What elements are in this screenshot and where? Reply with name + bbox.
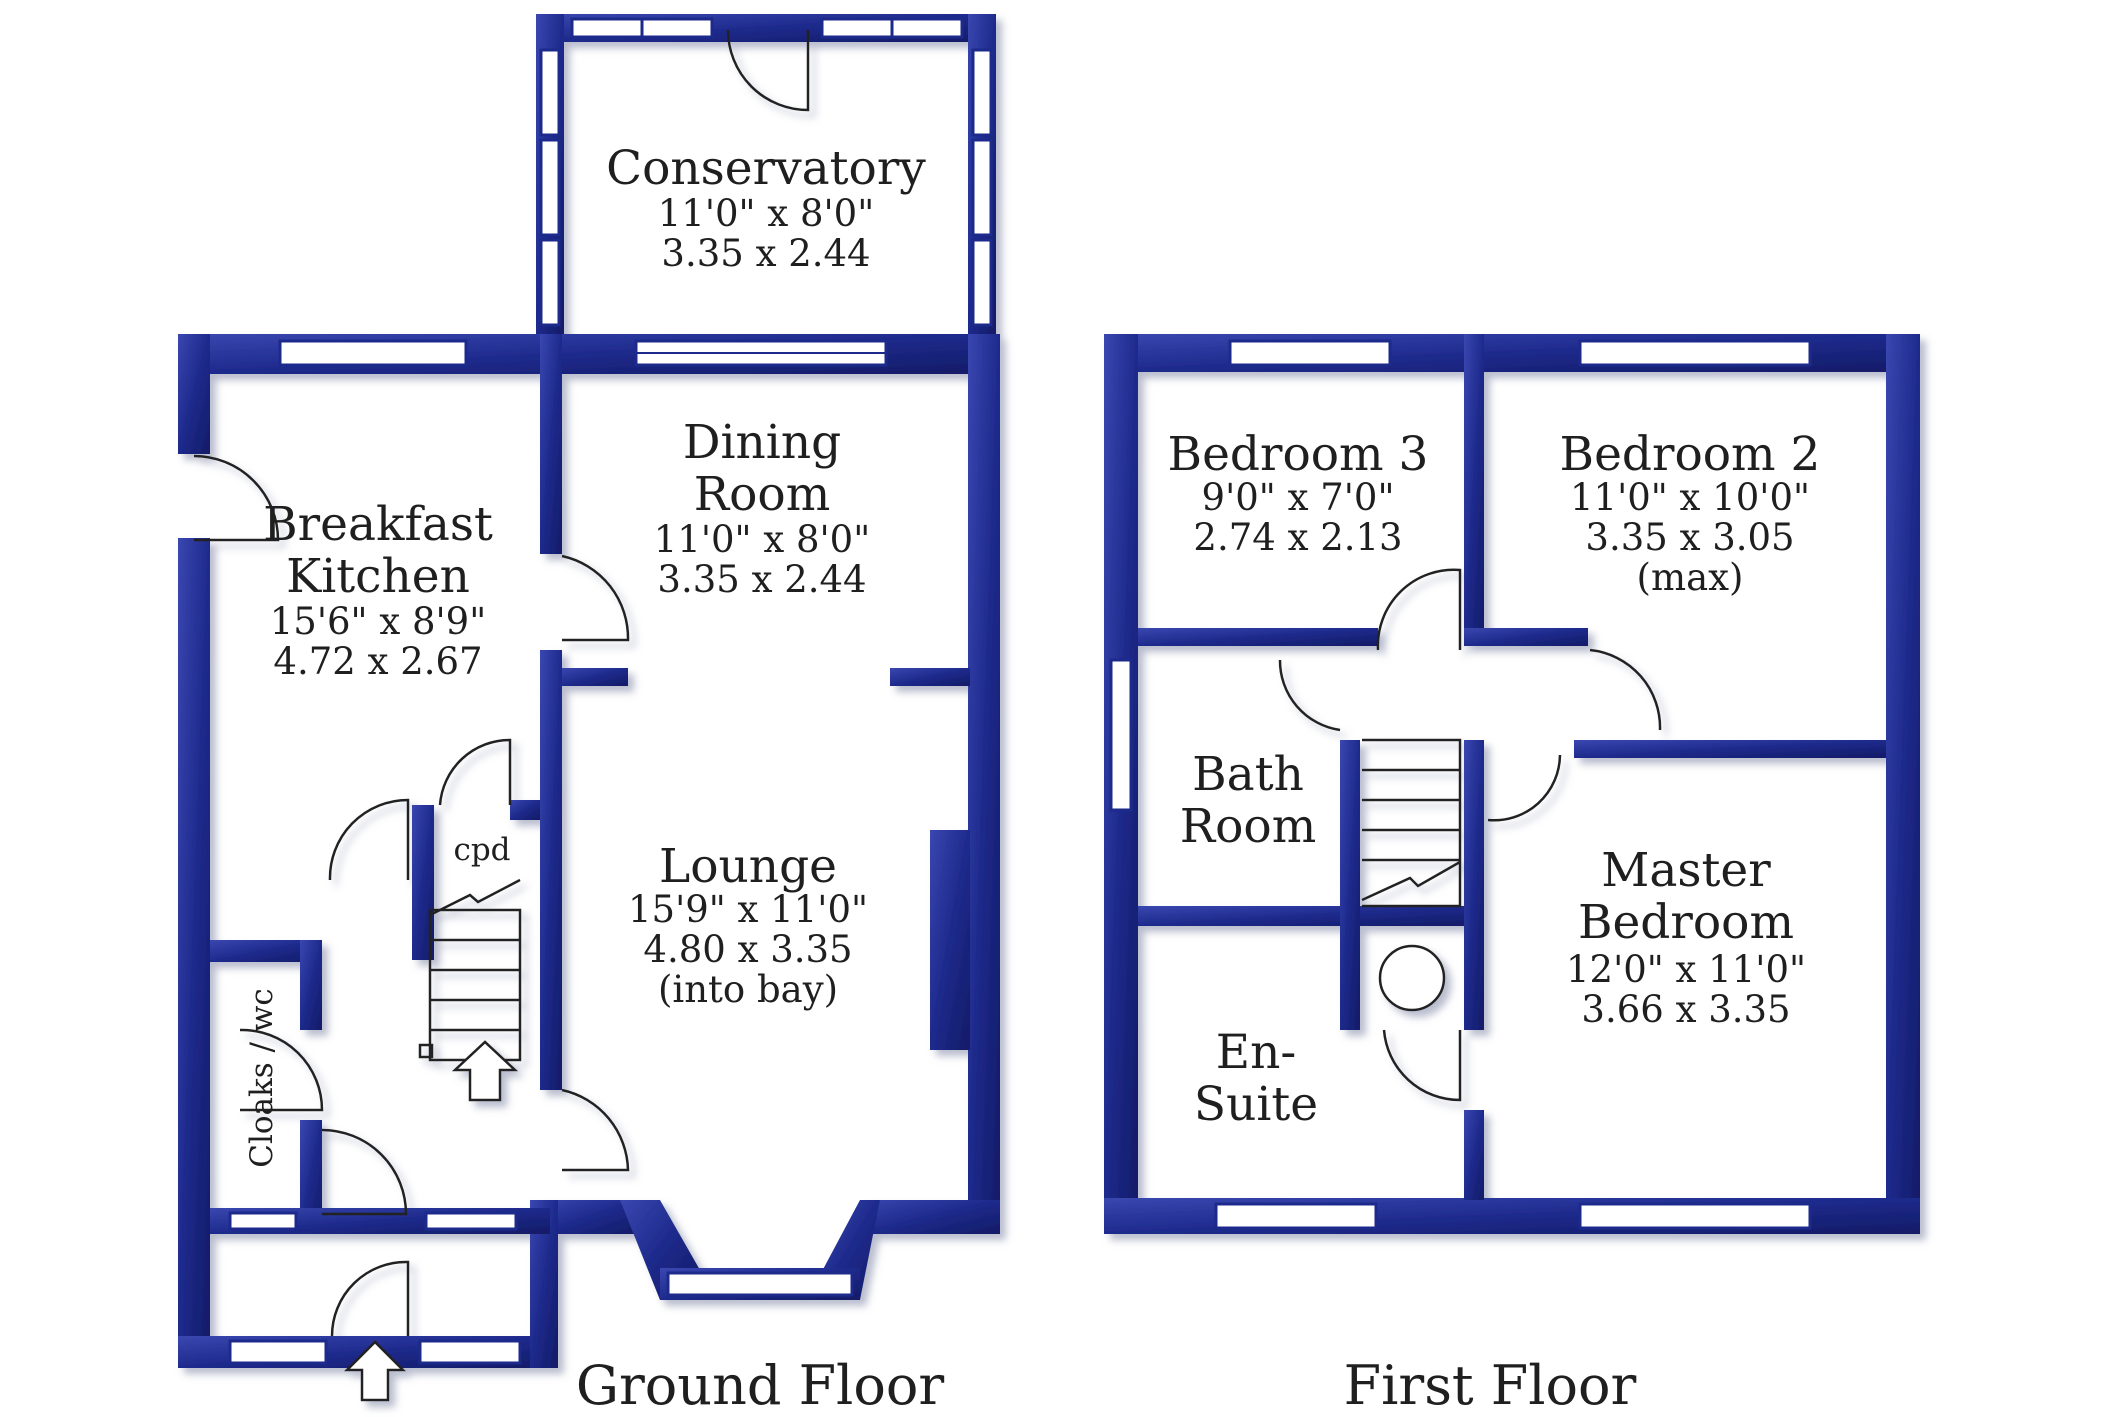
master-metric: 3.66 x 3.35 [1581,988,1790,1031]
ground-floor-plan [178,14,1000,1402]
first-floor-doors [1278,568,1662,1102]
ground-stairs-arrow [451,1040,519,1102]
dining-metric: 3.35 x 2.44 [657,558,866,601]
ground-floor-doors [193,454,630,1337]
dining-name-line1: Dining [683,415,841,470]
first-floor-plan [1104,334,1920,1234]
master-imperial: 12'0" x 11'0" [1566,948,1806,991]
ground-floor-title: Ground Floor [576,1354,945,1417]
kitchen-metric: 4.72 x 2.67 [273,640,482,683]
bedroom2-imperial: 11'0" x 10'0" [1570,476,1810,519]
bedroom3-imperial: 9'0" x 7'0" [1202,476,1395,519]
cpd-label: cpd [453,832,510,868]
first-floor-stairs [1361,738,1462,908]
bedroom2-name: Bedroom 2 [1560,427,1821,482]
ground-floor-windows [228,339,888,1365]
dining-name-line2: Room [694,467,831,522]
bedroom2-metric: 3.35 x 3.05 [1585,516,1794,559]
conservatory-name: Conservatory [606,141,926,196]
airing-cupboard-cylinder [1378,944,1446,1012]
ensuite-name-line2: Suite [1194,1077,1318,1132]
bathroom-name-line1: Bath [1192,747,1304,802]
lounge-note: (into bay) [658,968,838,1011]
dining-imperial: 11'0" x 8'0" [654,518,870,561]
kitchen-imperial: 15'6" x 8'9" [270,600,486,643]
bathroom-name-line2: Room [1180,799,1317,854]
ground-floor-stairs [418,878,522,1062]
entrance-arrow [343,1340,407,1402]
ground-floor-walls [178,334,1000,1368]
bedroom3-metric: 2.74 x 2.13 [1193,516,1402,559]
conservatory-windows [539,17,993,327]
ensuite-name-line1: En- [1216,1025,1296,1080]
lounge-imperial: 15'9" x 11'0" [628,888,868,931]
conservatory-metric: 3.35 x 2.44 [661,232,870,275]
bedroom2-note: (max) [1637,556,1744,599]
cloaks-label: Cloaks / wc [244,988,280,1168]
kitchen-name-line1: Breakfast [263,497,493,552]
conservatory-door-swing [726,29,810,112]
lounge-metric: 4.80 x 3.35 [643,928,852,971]
bedroom3-name: Bedroom 3 [1168,427,1429,482]
ground-floor-labels: Conservatory 11'0" x 8'0" 3.35 x 2.44 Di… [244,141,944,1417]
first-floor-labels: Bedroom 3 9'0" x 7'0" 2.74 x 2.13 Bedroo… [1168,427,1821,1417]
lounge-name: Lounge [659,839,837,894]
kitchen-name-line2: Kitchen [286,549,470,604]
conservatory-imperial: 11'0" x 8'0" [658,192,874,235]
first-floor-title: First Floor [1344,1354,1637,1417]
master-name-line2: Bedroom [1578,895,1794,950]
first-floor-windows [1109,339,1812,1230]
master-name-line1: Master [1601,843,1771,898]
